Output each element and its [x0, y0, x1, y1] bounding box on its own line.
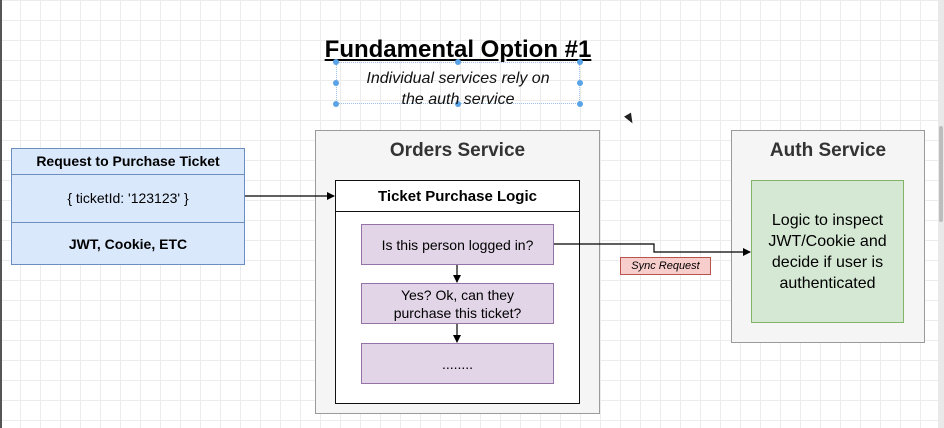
auth-logic-line-3: decide if user is	[771, 253, 884, 271]
diagram-title[interactable]: Fundamental Option #1	[324, 36, 592, 63]
resize-handle-bottom-center[interactable]	[455, 101, 461, 107]
step-logged-in-check[interactable]: Is this person logged in?	[361, 224, 554, 265]
resize-handle-top-center[interactable]	[455, 59, 461, 65]
resize-handle-top-left[interactable]	[333, 59, 339, 65]
scrollbar-thumb[interactable]	[939, 126, 943, 222]
subtitle-line-1: Individual services rely on	[366, 70, 550, 87]
step-purchase-permission[interactable]: Yes? Ok, can they purchase this ticket?	[361, 283, 554, 324]
resize-handle-bottom-left[interactable]	[333, 101, 339, 107]
canvas-left-border	[0, 0, 2, 428]
step-logged-in-label: Is this person logged in?	[381, 236, 534, 253]
step-more-label: ........	[441, 355, 474, 372]
auth-logic-line-4: authenticated	[779, 274, 876, 292]
request-footer: JWT, Cookie, ETC	[68, 236, 188, 252]
request-header: Request to Purchase Ticket	[12, 149, 244, 175]
sync-request-arrow[interactable]	[554, 243, 751, 256]
orders-service-title: Orders Service	[389, 140, 526, 161]
step-purchase-line-2: purchase this ticket?	[393, 304, 522, 321]
auth-service-title: Auth Service	[769, 140, 887, 161]
resize-handle-top-right[interactable]	[577, 59, 583, 65]
resize-handle-bottom-right[interactable]	[577, 101, 583, 107]
auth-logic-box[interactable]: Logic to inspect JWT/Cookie and decide i…	[751, 180, 904, 323]
ticket-purchase-logic-title: Ticket Purchase Logic	[335, 181, 580, 212]
step-more[interactable]: ........	[361, 343, 554, 384]
diagram-subtitle[interactable]: Individual services rely on the auth ser…	[336, 68, 580, 110]
resize-handle-middle-left[interactable]	[333, 80, 339, 86]
request-body: { ticketId: '123123' }	[12, 175, 244, 223]
resize-handle-middle-right[interactable]	[577, 80, 583, 86]
auth-logic-line-1: Logic to inspect	[771, 211, 884, 229]
subtitle-line-2: the auth service	[401, 91, 515, 108]
request-box[interactable]: Request to Purchase Ticket { ticketId: '…	[11, 148, 245, 265]
step-purchase-line-1: Yes? Ok, can they	[400, 286, 515, 303]
sync-request-label[interactable]: Sync Request	[620, 257, 711, 275]
auth-logic-line-2: JWT/Cookie and	[768, 232, 887, 250]
